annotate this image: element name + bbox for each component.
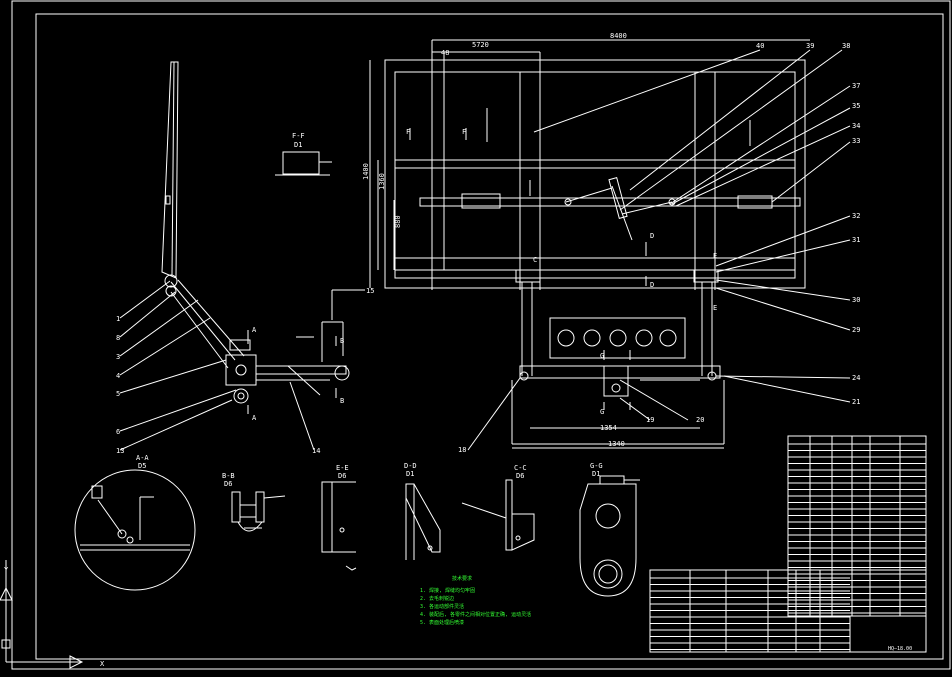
section-mark-g1: G — [600, 352, 604, 360]
dim-height-sub: 1360 — [378, 173, 386, 190]
section-ee-view — [321, 481, 357, 571]
section-mark-d1: D — [650, 232, 654, 240]
left-side-view — [119, 61, 365, 451]
detail-circle-aa — [74, 469, 196, 591]
ucs-icon — [0, 560, 84, 669]
tech-note-1: 1. 焊接, 焊缝均匀牢固 — [420, 587, 475, 594]
section-mark-e1: E — [713, 252, 717, 260]
section-gg-view — [579, 475, 640, 597]
section-cc-label: C-C — [514, 464, 527, 472]
tech-notes-title: 技术要求 — [452, 575, 472, 582]
section-ff-label: F-F — [292, 132, 305, 140]
part-15: 15 — [366, 287, 374, 295]
part-24: 24 — [852, 374, 860, 382]
right-leaders — [467, 49, 851, 451]
section-ee-label: E-E — [336, 464, 349, 472]
mark-b-top: B — [340, 337, 344, 345]
inner-border — [35, 13, 944, 660]
mark-b-bottom: B — [340, 397, 344, 405]
part-1: 1 — [116, 315, 120, 323]
parts-list-table — [649, 435, 927, 653]
section-mark-f2: F — [462, 128, 466, 136]
section-mark-d2: D — [650, 281, 654, 289]
part-33: 33 — [852, 137, 860, 145]
part-40: 40 — [756, 42, 764, 50]
dim-lower-width2: 1340 — [608, 440, 625, 448]
part-20: 20 — [696, 416, 704, 424]
part-3: 3 — [116, 353, 120, 361]
part-34: 34 — [852, 122, 860, 130]
part-21: 21 — [852, 398, 860, 406]
dim-top-total: 8400 — [610, 32, 627, 40]
part-14: 14 — [312, 447, 320, 455]
section-cc-scale: D6 — [516, 472, 524, 480]
dim-top-sub: 5720 — [472, 41, 489, 49]
axis-x-label: X — [100, 660, 105, 668]
dim-lower-width1: 1354 — [600, 424, 617, 432]
tech-note-3: 3. 各运动部件灵活 — [420, 603, 464, 610]
dim-height-main: 1400 — [362, 163, 370, 180]
section-mark-e2: E — [713, 304, 717, 312]
section-bb-scale: D6 — [224, 480, 232, 488]
section-bb-label: B-B — [222, 472, 235, 480]
part-35: 35 — [852, 102, 860, 110]
drawing-number: HQ—18.00 — [888, 646, 912, 652]
section-dd-view — [405, 483, 441, 560]
part-5: 5 — [116, 390, 120, 398]
part-39: 39 — [806, 42, 814, 50]
part-29: 29 — [852, 326, 860, 334]
section-mark-f1: F — [406, 128, 410, 136]
section-gg-scale: D1 — [592, 470, 600, 478]
section-ee-scale: D6 — [338, 472, 346, 480]
part-8: 8 — [116, 334, 120, 342]
section-mark-c: C — [533, 256, 537, 264]
part-32: 32 — [852, 212, 860, 220]
part-38: 38 — [842, 42, 850, 50]
section-mark-g2: G — [600, 408, 604, 416]
mark-a-bottom: A — [252, 414, 257, 422]
part-4: 4 — [116, 372, 120, 380]
tech-note-2: 2. 去毛刺锐边 — [420, 595, 454, 602]
section-cc-view — [461, 479, 535, 551]
dim-left-small: 48 — [441, 49, 449, 57]
part-30: 30 — [852, 296, 860, 304]
part-19: 19 — [646, 416, 654, 424]
section-dd-scale: D1 — [406, 470, 414, 478]
mark-a-top: A — [252, 326, 257, 334]
section-aa-scale: D5 — [138, 462, 146, 470]
section-aa-label: A-A — [136, 454, 149, 462]
outer-border — [11, 0, 951, 670]
section-dd-label: D-D — [404, 462, 417, 470]
part-18: 18 — [458, 446, 466, 454]
part-31: 31 — [852, 236, 860, 244]
section-ff-scale: D1 — [294, 141, 302, 149]
part-37: 37 — [852, 82, 860, 90]
section-ff-view — [275, 151, 332, 176]
section-bb-view — [231, 491, 286, 532]
part-6: 6 — [116, 428, 120, 436]
tech-note-5: 5. 表面处理后喷漆 — [420, 619, 464, 626]
section-gg-label: G-G — [590, 462, 603, 470]
tech-note-4: 4. 装配后, 各零件之间相对位置正确, 运动灵活 — [420, 611, 531, 618]
axis-y-label: Y — [4, 566, 9, 574]
lower-frame-view — [511, 269, 725, 449]
dim-height-inner: 880 — [394, 215, 402, 228]
part-13: 13 — [116, 447, 124, 455]
